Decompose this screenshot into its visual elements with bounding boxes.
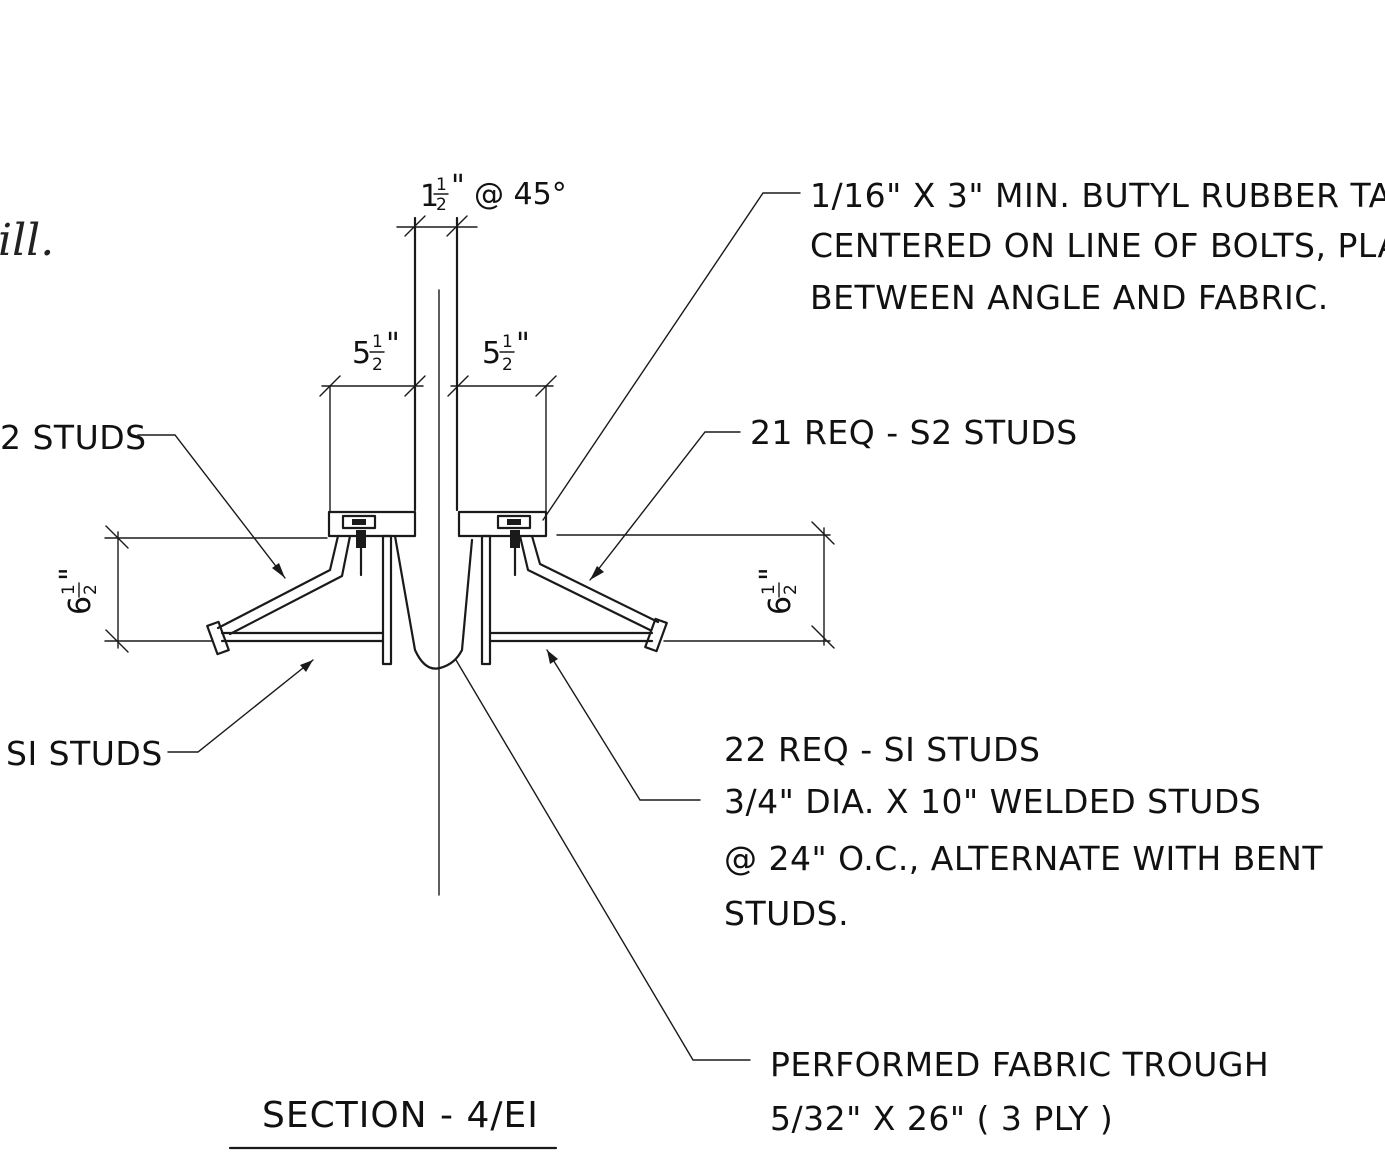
right-depth-dim-den: 2 [781,584,801,595]
right-bay-dim-num: 1 [502,332,513,352]
left-bay-dim-unit: " [386,327,400,362]
left-s2-studs-label: 2 STUDS [0,418,147,457]
fabric-trough [393,534,474,670]
butyl-tape-note: 1/16" X 3" MIN. BUTYL RUBBER TAPE CENTER… [810,176,1385,317]
margin-handwriting: ill. [0,215,54,266]
gap-dimension: 1 1 2 " @ 45° [396,169,567,237]
butyl-note-line-2: CENTERED ON LINE OF BOLTS, PLAC [810,226,1385,265]
left-depth-dimension: 6 1 2 " [54,525,129,653]
trough-note-line-2: 5/32" X 26" ( 3 PLY ) [770,1099,1113,1138]
right-bay-dim-den: 2 [502,355,513,375]
left-depth-dim-whole: 6 [63,596,98,615]
right-s2-studs-label: 21 REQ - S2 STUDS [750,413,1078,452]
gap-dim-num: 1 [436,175,447,195]
left-depth-dim-den: 2 [81,584,101,595]
butyl-note-line-1: 1/16" X 3" MIN. BUTYL RUBBER TAPE [810,176,1385,215]
section-title: SECTION - 4/EI [262,1095,539,1136]
right-bay-dim-whole: 5 [482,336,501,371]
left-bay-dim-whole: 5 [352,336,371,371]
right-bay-dimension: 5 1 2 " [447,327,557,513]
right-angle-assembly [457,510,668,666]
butyl-note-line-3: BETWEEN ANGLE AND FABRIC. [810,278,1329,317]
left-bay-dim-num: 1 [372,332,383,352]
trough-note-line-1: PERFORMED FABRIC TROUGH [770,1045,1269,1084]
left-s1-studs-label: SI STUDS [6,734,163,773]
left-angle-assembly [206,510,417,666]
s1-studs-note: 22 REQ - SI STUDS 3/4" DIA. X 10" WELDED… [724,730,1323,933]
right-bay-dim-unit: " [516,327,530,362]
s1-note-line-3: @ 24" O.C., ALTERNATE WITH BENT [724,839,1323,878]
gap-dim-whole: 1 [420,179,439,214]
gap-dim-den: 2 [436,195,447,215]
left-bay-dimension: 5 1 2 " [319,327,426,513]
slab-lines [104,534,831,642]
right-depth-dim-num: 1 [759,584,779,595]
left-bay-dim-den: 2 [372,355,383,375]
s1-note-line-4: STUDS. [724,894,849,933]
s1-note-line-2: 3/4" DIA. X 10" WELDED STUDS [724,782,1261,821]
trough-note: PERFORMED FABRIC TROUGH 5/32" X 26" ( 3 … [770,1045,1269,1138]
s1-note-line-1: 22 REQ - SI STUDS [724,730,1040,769]
gap-dim-angle: @ 45° [474,177,567,212]
joint-centerline [413,216,459,896]
leaders [137,192,801,1061]
right-depth-dimension: 6 1 2 " [754,521,835,649]
right-depth-dim-whole: 6 [763,596,798,615]
left-depth-dim-unit: " [54,567,89,581]
right-depth-dim-unit: " [754,567,789,581]
gap-dim-unit: " [451,169,465,204]
left-depth-dim-num: 1 [59,584,79,595]
